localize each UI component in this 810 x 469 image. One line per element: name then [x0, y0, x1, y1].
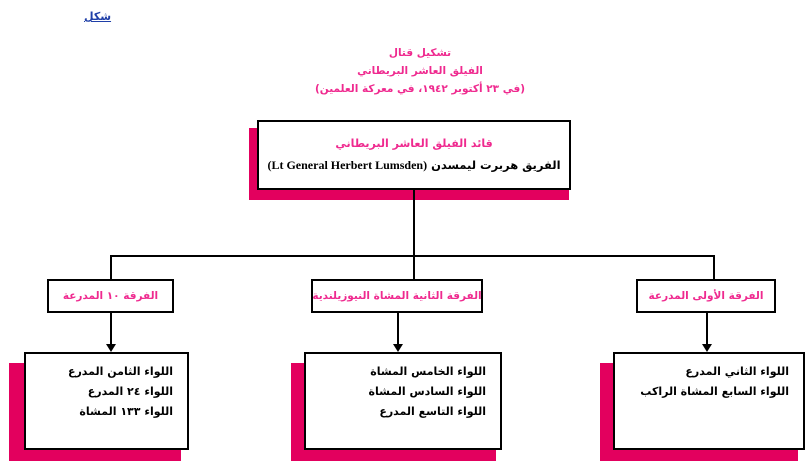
- arrowhead-icon-3: [702, 344, 712, 352]
- connector-division-2-to-brigades: [397, 313, 399, 345]
- brigade-line: اللواء السادس المشاة: [368, 385, 486, 398]
- brigade-box-2[interactable]: اللواء الخامس المشاة اللواء السادس المشا…: [304, 352, 502, 450]
- brigade-line: اللواء التاسع المدرع: [379, 405, 486, 418]
- brigade-box-1[interactable]: اللواء الثامن المدرع اللواء ٢٤ المدرع ال…: [24, 352, 189, 450]
- division-label-2: الفرقة الثانية المشاة النيوزيلندية: [312, 290, 482, 302]
- division-label-3: الفرقة الأولى المدرعة: [648, 290, 764, 302]
- chart-title-line-1: تشكيل قتال: [388, 47, 452, 59]
- commander-name-arabic: الفريق هربرت ليمسدن: [431, 158, 561, 172]
- brigade-line: اللواء السابع المشاة الراكب: [640, 385, 789, 398]
- division-box-1[interactable]: الفرقة ١٠ المدرعة: [47, 279, 174, 313]
- commander-name: الفريق هربرت ليمسدن (Lt General Herbert …: [267, 154, 560, 176]
- brigade-line: اللواء الثاني المدرع: [685, 365, 789, 378]
- division-box-3[interactable]: الفرقة الأولى المدرعة: [636, 279, 776, 313]
- connector-division-1-to-brigades: [110, 313, 112, 345]
- chart-title-line-3: (في ٢٣ أكتوبر ١٩٤٢، في معركة العلمين): [314, 83, 525, 95]
- connector-horizontal-bus: [110, 255, 714, 257]
- arrowhead-icon-1: [106, 344, 116, 352]
- brigade-line: اللواء ١٣٣ المشاة: [79, 405, 173, 418]
- connector-drop-division-2: [413, 255, 415, 279]
- division-box-2[interactable]: الفرقة الثانية المشاة النيوزيلندية: [311, 279, 483, 313]
- brigade-line: اللواء الخامس المشاة: [370, 365, 486, 378]
- arrowhead-icon-2: [393, 344, 403, 352]
- chart-title-line-2: الفيلق العاشر البريطاني: [357, 65, 483, 77]
- connector-division-3-to-brigades: [706, 313, 708, 345]
- figure-label: شكل: [84, 10, 112, 23]
- connector-root-stem: [413, 190, 415, 256]
- brigade-line: اللواء ٢٤ المدرع: [87, 385, 173, 398]
- commander-title: قائد الفيلق العاشر البريطاني: [335, 137, 493, 150]
- brigade-box-3[interactable]: اللواء الثاني المدرع اللواء السابع المشا…: [613, 352, 805, 450]
- division-label-1: الفرقة ١٠ المدرعة: [62, 290, 159, 302]
- connector-drop-division-1: [110, 255, 112, 279]
- connector-drop-division-3: [713, 255, 715, 279]
- commander-box[interactable]: قائد الفيلق العاشر البريطاني الفريق هربر…: [257, 120, 571, 190]
- commander-name-latin: (Lt General Herbert Lumsden): [267, 158, 428, 172]
- chart-title: تشكيل قتال الفيلق العاشر البريطاني (في ٢…: [300, 44, 540, 98]
- brigade-line: اللواء الثامن المدرع: [67, 365, 173, 378]
